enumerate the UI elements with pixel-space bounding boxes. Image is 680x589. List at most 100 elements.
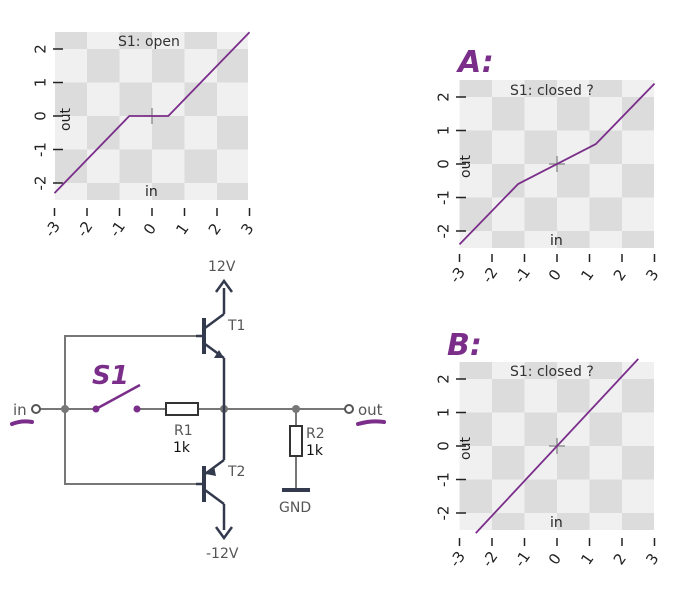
grid-cell bbox=[217, 49, 248, 83]
x-tick-label: 3 bbox=[642, 550, 662, 568]
grid-cell bbox=[459, 164, 492, 198]
grid-cell bbox=[87, 32, 120, 49]
label-b: B: bbox=[447, 328, 482, 363]
grid-cell bbox=[622, 379, 654, 413]
plot-grid bbox=[459, 362, 654, 530]
grid-cell bbox=[217, 82, 248, 116]
grid-cell bbox=[589, 362, 622, 379]
grid-cell bbox=[589, 97, 622, 131]
grid-cell bbox=[589, 513, 622, 530]
input-label: in bbox=[13, 401, 27, 419]
grid-cell bbox=[459, 362, 492, 379]
plot-title: S1: open bbox=[118, 34, 180, 50]
y-tick-label: -1 bbox=[32, 142, 50, 157]
x-tick-label: 3 bbox=[642, 266, 662, 284]
x-tick-label: -3 bbox=[446, 264, 469, 287]
grid-cell bbox=[589, 446, 622, 480]
grid-cell bbox=[459, 130, 492, 164]
grid-cell bbox=[492, 97, 525, 131]
emitter-arrow-t1 bbox=[214, 350, 224, 358]
transfer-curve-line bbox=[475, 358, 639, 534]
grid-cell bbox=[459, 379, 492, 413]
grid-cell bbox=[557, 130, 590, 164]
grid-cell bbox=[492, 164, 525, 198]
y-tick-label: -1 bbox=[435, 190, 453, 205]
switch-contact bbox=[92, 405, 100, 413]
grid-cell bbox=[459, 412, 492, 446]
grid-cell bbox=[524, 513, 557, 530]
grid-cell bbox=[524, 197, 557, 231]
transfer-curve bbox=[53, 31, 251, 194]
grid-cell bbox=[55, 32, 87, 49]
plot-grid bbox=[459, 80, 654, 248]
grid-cell bbox=[87, 183, 120, 200]
output-underline bbox=[356, 419, 386, 426]
grid-cell bbox=[589, 231, 622, 248]
y-tick-label: 2 bbox=[32, 44, 50, 54]
grid-cell bbox=[492, 446, 525, 480]
input-terminal bbox=[31, 404, 41, 414]
grid-cell bbox=[492, 130, 525, 164]
junction-dot bbox=[61, 405, 69, 413]
grid-cell bbox=[622, 513, 654, 530]
x-tick-label: -1 bbox=[511, 548, 534, 571]
grid-cell bbox=[184, 149, 217, 183]
grid-cell bbox=[87, 116, 120, 150]
x-tick-label: 0 bbox=[140, 220, 160, 238]
transfer-curve-line bbox=[458, 82, 656, 246]
grid-cell bbox=[589, 80, 622, 97]
x-tick-label: 0 bbox=[545, 550, 565, 568]
grid-cell bbox=[557, 362, 590, 379]
transfer-curve-line bbox=[53, 31, 251, 194]
grid-cell bbox=[459, 80, 492, 97]
grid-cell bbox=[119, 183, 152, 200]
grid-cell bbox=[524, 164, 557, 198]
y-axis-label: out bbox=[458, 437, 474, 460]
grid-cell bbox=[217, 32, 248, 49]
transfer-curve bbox=[458, 82, 656, 246]
grid-cell bbox=[557, 479, 590, 513]
grid-cell bbox=[589, 130, 622, 164]
x-tick-label: 1 bbox=[577, 550, 597, 568]
transfer-curve bbox=[475, 358, 639, 534]
resistor-r2 bbox=[289, 425, 303, 457]
r1-name: R1 bbox=[174, 423, 193, 439]
emitter-arrow-t2 bbox=[206, 466, 216, 476]
grid-cell bbox=[152, 149, 185, 183]
grid-cell bbox=[524, 479, 557, 513]
label-a: A: bbox=[456, 45, 494, 80]
x-tick-label: -1 bbox=[106, 218, 129, 241]
plot-title: S1: closed ? bbox=[510, 83, 594, 99]
grid-cell bbox=[557, 513, 590, 530]
grid-cell bbox=[492, 379, 525, 413]
grid-cell bbox=[184, 183, 217, 200]
x-tick-label: -2 bbox=[73, 218, 96, 241]
y-tick-label: 0 bbox=[435, 159, 453, 169]
grid-cell bbox=[152, 116, 185, 150]
grid-cell bbox=[622, 362, 654, 379]
grid-cell bbox=[557, 446, 590, 480]
input-underline bbox=[10, 419, 34, 426]
grid-cell bbox=[557, 164, 590, 198]
grid-cell bbox=[622, 446, 654, 480]
resistor-r1 bbox=[165, 402, 199, 416]
x-axis-label: in bbox=[550, 233, 563, 249]
grid-cell bbox=[622, 97, 654, 131]
grid-cell bbox=[524, 80, 557, 97]
grid-cell bbox=[55, 149, 87, 183]
y-tick-label: 0 bbox=[435, 441, 453, 451]
supply-positive-label: 12V bbox=[208, 259, 236, 275]
r2-value: 1k bbox=[306, 443, 324, 459]
grid-cell bbox=[492, 479, 525, 513]
y-tick-label: 1 bbox=[435, 126, 453, 136]
wire-base-t2 bbox=[64, 409, 196, 485]
x-tick-label: 3 bbox=[237, 220, 257, 238]
grid-cell bbox=[524, 231, 557, 248]
x-tick-label: -1 bbox=[511, 264, 534, 287]
grid-cell bbox=[492, 231, 525, 248]
switch-contact bbox=[133, 405, 141, 413]
grid-cell bbox=[524, 97, 557, 131]
